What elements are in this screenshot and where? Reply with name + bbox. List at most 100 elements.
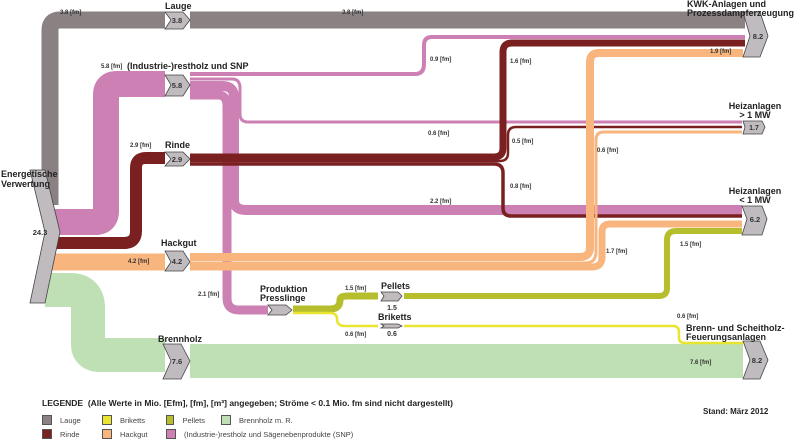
flow-rinde-heiz-lt1 bbox=[190, 162, 742, 218]
title-pellets: Pellets bbox=[381, 281, 410, 291]
node-snp: 5.8 bbox=[164, 74, 191, 97]
title-brennholz: Brennholz bbox=[158, 334, 202, 344]
label-briketts-brenn: 0.6 [fm] bbox=[677, 314, 698, 320]
node-heiz-gt1: 1.7 bbox=[742, 120, 766, 135]
svg-text:5.8: 5.8 bbox=[172, 81, 182, 90]
swatch-briketts bbox=[102, 415, 112, 425]
title-kwk-1: KWK-Anlagen und bbox=[687, 0, 766, 9]
svg-text:3.8: 3.8 bbox=[172, 16, 182, 25]
flow-brennholz-in bbox=[45, 273, 165, 372]
svg-text:1.7: 1.7 bbox=[749, 125, 759, 132]
title-rinde: Rinde bbox=[165, 140, 190, 150]
label-pellets-heiz-lt1: 1.5 [fm] bbox=[680, 242, 701, 248]
legend-label: Brennholz m. R. bbox=[239, 415, 293, 425]
flow-snp-in bbox=[45, 71, 165, 235]
svg-text:2.9: 2.9 bbox=[172, 155, 182, 164]
legend-label: Rinde bbox=[60, 429, 80, 439]
flow-hackgut-heiz-lt1 bbox=[190, 220, 742, 271]
node-heiz-lt1: 6.2 bbox=[741, 205, 768, 236]
flow-pellets-in bbox=[293, 292, 378, 313]
label-rinde-kwk: 1.6 [fm] bbox=[510, 59, 531, 65]
title-source-2: Verwertung bbox=[1, 179, 50, 189]
legend-item-rinde: Rinde bbox=[42, 429, 86, 439]
label-hackgut-heiz-lt1: 1.7 [fm] bbox=[606, 249, 627, 255]
node-kwk: 8.2 bbox=[742, 11, 769, 58]
title-heiz-gt1-1: Heizanlagen bbox=[729, 101, 782, 111]
node-lauge: 3.8 bbox=[164, 11, 191, 30]
label-rinde-heiz-gt1: 0.5 [fm] bbox=[512, 139, 533, 145]
flow-pellets-heiz-lt1 bbox=[404, 228, 742, 299]
svg-text:4.2: 4.2 bbox=[172, 257, 182, 266]
legend-item-lauge: Lauge bbox=[42, 415, 86, 425]
flow-hackgut-kwk bbox=[190, 49, 743, 261]
swatch-pellets bbox=[166, 415, 175, 425]
swatch-brennholz bbox=[221, 415, 231, 425]
legend-item-snp: (Industrie-)restholz und Sägenebenproduk… bbox=[166, 429, 353, 439]
label-hackgut-kwk: 1.9 [fm] bbox=[710, 49, 731, 55]
label-hackgut-heiz-gt1: 0.6 [fm] bbox=[597, 148, 618, 154]
flow-snp-heiz-gt1 bbox=[190, 77, 742, 124]
label-rinde-in: 2.9 [fm] bbox=[130, 143, 151, 149]
swatch-lauge bbox=[42, 415, 52, 425]
value-briketts: 0.6 bbox=[387, 331, 397, 338]
legend-row-1: Lauge Briketts Pellets Brennholz m. R. bbox=[42, 413, 453, 427]
node-presslinge bbox=[267, 304, 293, 316]
svg-text:24.3: 24.3 bbox=[33, 228, 48, 237]
stand-date: Stand: März 2012 bbox=[703, 407, 769, 416]
title-snp: (Industrie-)restholz und SNP bbox=[127, 61, 249, 71]
node-brenn-scheit: 8.2 bbox=[742, 340, 769, 380]
legend-label: Lauge bbox=[60, 415, 81, 425]
value-pellets: 1.5 bbox=[387, 305, 397, 312]
label-pellets-in: 1.5 [fm] bbox=[345, 286, 366, 292]
title-heiz-gt1-2: > 1 MW bbox=[739, 110, 771, 120]
node-hackgut: 4.2 bbox=[164, 250, 191, 272]
legend-title: LEGENDE (Alle Werte in Mio. [Efm], [fm],… bbox=[42, 398, 453, 408]
title-source-1: Energetische bbox=[1, 169, 58, 179]
flow-snp-presslinge bbox=[190, 90, 268, 315]
flow-snp-heiz-lt1 bbox=[190, 81, 742, 215]
sankey-diagram: 24.3 3.8 5.8 2.9 4.2 7.6 8.2 1.7 6.2 bbox=[1, 0, 794, 380]
label-brennholz-brenn: 7.6 [fm] bbox=[690, 360, 711, 366]
label-lauge-in: 3.8 [fm] bbox=[60, 10, 81, 16]
legend-item-briketts: Briketts bbox=[102, 415, 150, 425]
legend-subtitle: (Alle Werte in Mio. [Efm], [fm], [m³] an… bbox=[87, 398, 453, 408]
title-heiz-lt1-2: < 1 MW bbox=[739, 195, 771, 205]
node-source: 24.3 bbox=[29, 169, 61, 304]
label-snp-heiz-gt1: 0.6 [fm] bbox=[428, 131, 449, 137]
svg-text:8.2: 8.2 bbox=[752, 356, 762, 365]
label-lauge-kwk: 3.8 [fm] bbox=[342, 10, 363, 16]
title-brenn-scheit-2: Feuerungsanlagen bbox=[686, 332, 766, 342]
title-hackgut: Hackgut bbox=[161, 238, 197, 248]
legend-label: Hackgut bbox=[120, 429, 148, 439]
flow-rinde-heiz-gt1 bbox=[190, 125, 742, 163]
flow-snp-kwk bbox=[190, 35, 745, 76]
label-briketts-in: 0.6 [fm] bbox=[345, 332, 366, 338]
flow-hackgut-heiz-gt1 bbox=[190, 130, 742, 265]
flow-rinde-in bbox=[45, 152, 165, 249]
label-hackgut-in: 4.2 [fm] bbox=[128, 259, 149, 265]
title-kwk-2: Prozessdampferzeugung bbox=[687, 8, 794, 18]
label-snp-presslinge: 2.1 [fm] bbox=[198, 292, 219, 298]
legend-item-brennholz: Brennholz m. R. bbox=[221, 415, 293, 425]
legend-heading: LEGENDE bbox=[42, 398, 84, 408]
flow-rinde-kwk bbox=[190, 39, 745, 161]
swatch-hackgut bbox=[102, 429, 112, 439]
title-brenn-scheit-1: Brenn- und Scheitholz- bbox=[686, 323, 785, 333]
legend-label: Pellets bbox=[182, 415, 205, 425]
label-rinde-heiz-lt1: 0.8 [fm] bbox=[510, 184, 531, 190]
node-pellets bbox=[380, 291, 403, 302]
legend-item-hackgut: Hackgut bbox=[102, 429, 150, 439]
title-briketts: Briketts bbox=[378, 312, 412, 322]
label-snp-in: 5.8 [fm] bbox=[101, 64, 122, 70]
svg-text:7.6: 7.6 bbox=[172, 357, 182, 366]
label-snp-kwk: 0.9 [fm] bbox=[430, 57, 451, 63]
legend-label: (Industrie-)restholz und Sägenebenproduk… bbox=[184, 429, 354, 439]
node-rinde: 2.9 bbox=[164, 151, 191, 167]
node-briketts bbox=[379, 323, 403, 329]
flow-briketts-in bbox=[293, 311, 378, 328]
title-presslinge-1: Produktion bbox=[260, 284, 308, 294]
swatch-rinde bbox=[42, 429, 52, 439]
swatch-snp bbox=[166, 429, 176, 439]
node-brennholz: 7.6 bbox=[162, 343, 191, 380]
flow-briketts-brenn bbox=[404, 324, 743, 345]
